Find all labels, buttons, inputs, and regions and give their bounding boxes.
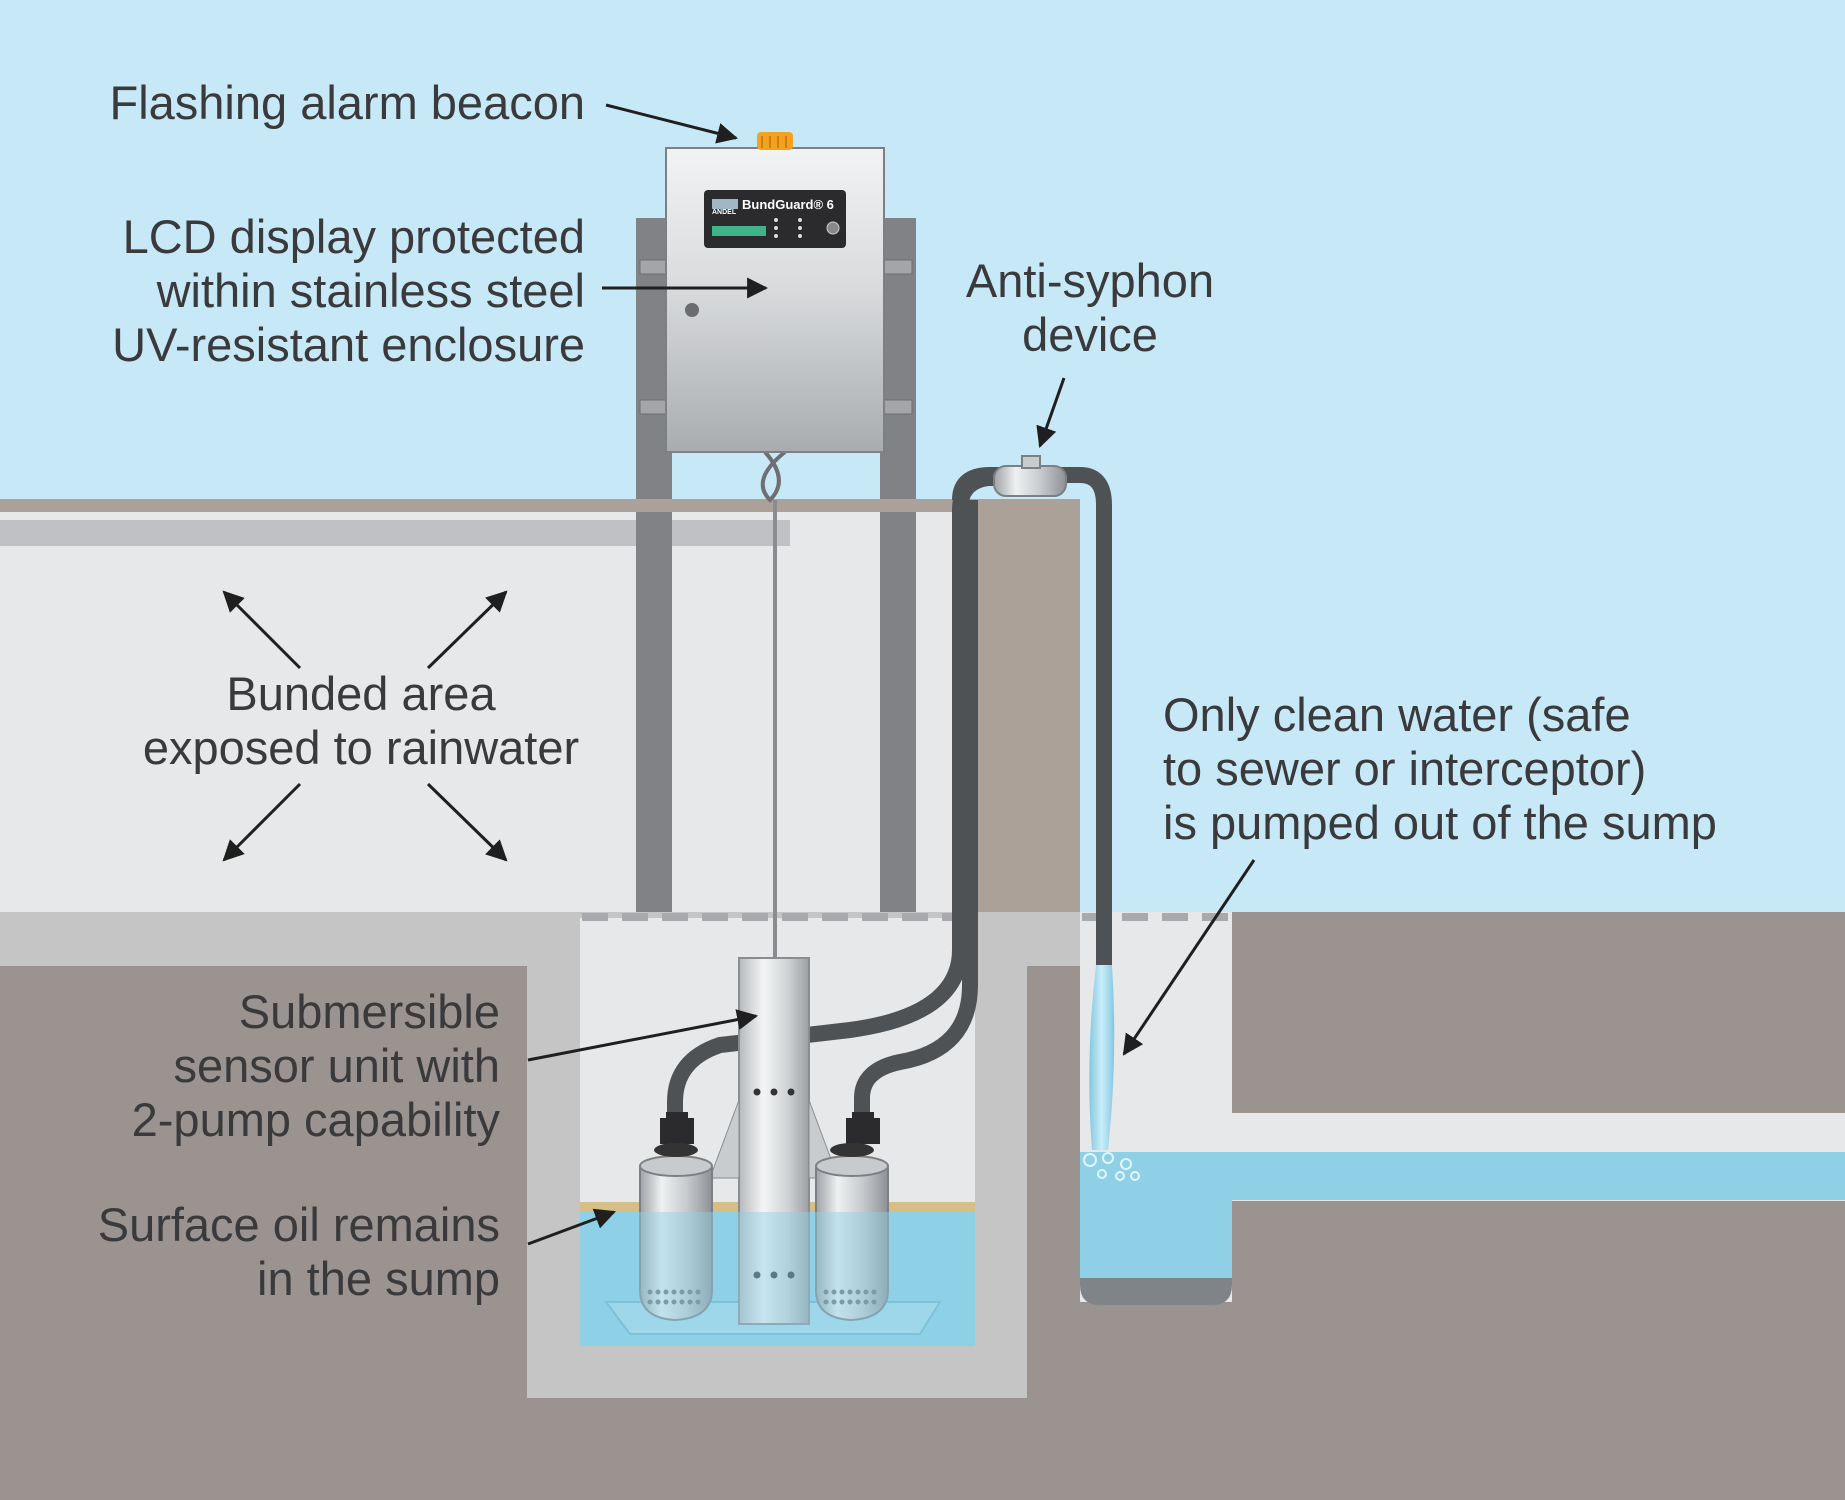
label-sensor-unit: Submersible sensor unit with 2-pump capa… bbox=[60, 985, 500, 1147]
label-line: 2-pump capability bbox=[131, 1093, 500, 1146]
label-line: in the sump bbox=[257, 1252, 500, 1305]
label-lcd-display: LCD display protected within stainless s… bbox=[80, 210, 585, 372]
arrow-icon bbox=[222, 782, 302, 862]
pump-hose-right bbox=[854, 500, 978, 1125]
bund-wall bbox=[975, 500, 1080, 912]
clean-water-outflow bbox=[1089, 965, 1115, 1150]
anti-syphon-icon bbox=[993, 455, 1067, 497]
label-line: Surface oil remains bbox=[97, 1198, 500, 1251]
label-clean-water: Only clean water (safe to sewer or inter… bbox=[1163, 688, 1803, 850]
arrow-icon bbox=[527, 1009, 759, 1062]
outlet-water bbox=[1080, 1152, 1845, 1200]
arrow-icon bbox=[605, 103, 739, 144]
arrow-icon bbox=[1036, 377, 1066, 448]
lcd-display-icon: ANDEL BundGuard® 6 bbox=[704, 190, 846, 248]
label-bunded-area: Bunded area exposed to rainwater bbox=[112, 667, 610, 775]
stand-right-leg bbox=[880, 218, 916, 914]
label-anti-syphon: Anti-syphon device bbox=[950, 254, 1230, 362]
device-brand: ANDEL bbox=[712, 209, 737, 216]
pump-icon bbox=[639, 1112, 713, 1322]
label-line: Only clean water (safe bbox=[1163, 688, 1631, 741]
lcd-screen bbox=[712, 226, 766, 236]
alarm-beacon-icon bbox=[757, 132, 793, 150]
label-line: UV-resistant enclosure bbox=[112, 318, 585, 371]
arrow-icon bbox=[426, 782, 508, 862]
arrow-icon bbox=[1122, 859, 1256, 1056]
arrow-icon bbox=[222, 590, 302, 670]
label-line: Anti-syphon bbox=[965, 254, 1215, 307]
arrow-icon bbox=[426, 590, 508, 670]
label-alarm-beacon: Flashing alarm beacon bbox=[80, 76, 586, 130]
label-line: sensor unit with bbox=[173, 1039, 500, 1092]
label-line: device bbox=[1022, 308, 1158, 361]
ground-block bbox=[1232, 912, 1845, 1113]
chamber-base bbox=[1080, 1278, 1232, 1305]
cable-loop bbox=[760, 450, 787, 503]
pump-icon bbox=[815, 1112, 889, 1322]
interceptor-water bbox=[1080, 1200, 1232, 1278]
discharge-hose bbox=[952, 467, 1112, 965]
splash bbox=[1083, 1152, 1140, 1181]
label-line: Flashing alarm beacon bbox=[109, 76, 586, 129]
label-line: to sewer or interceptor) bbox=[1163, 742, 1647, 795]
label-line: Submersible bbox=[238, 985, 500, 1038]
label-line: within stainless steel bbox=[156, 264, 585, 317]
label-line: Bunded area bbox=[226, 667, 496, 720]
bund-wall-cap bbox=[0, 499, 1080, 512]
device-product: BundGuard® 6 bbox=[742, 197, 834, 212]
enclosure-lock bbox=[685, 303, 699, 317]
arrow-icon bbox=[527, 1208, 616, 1246]
label-line: exposed to rainwater bbox=[142, 721, 580, 774]
label-surface-oil: Surface oil remains in the sump bbox=[40, 1198, 500, 1306]
label-line: LCD display protected bbox=[122, 210, 585, 263]
label-line: is pumped out of the sump bbox=[1163, 796, 1717, 849]
sump-water-overlay bbox=[580, 1212, 975, 1346]
